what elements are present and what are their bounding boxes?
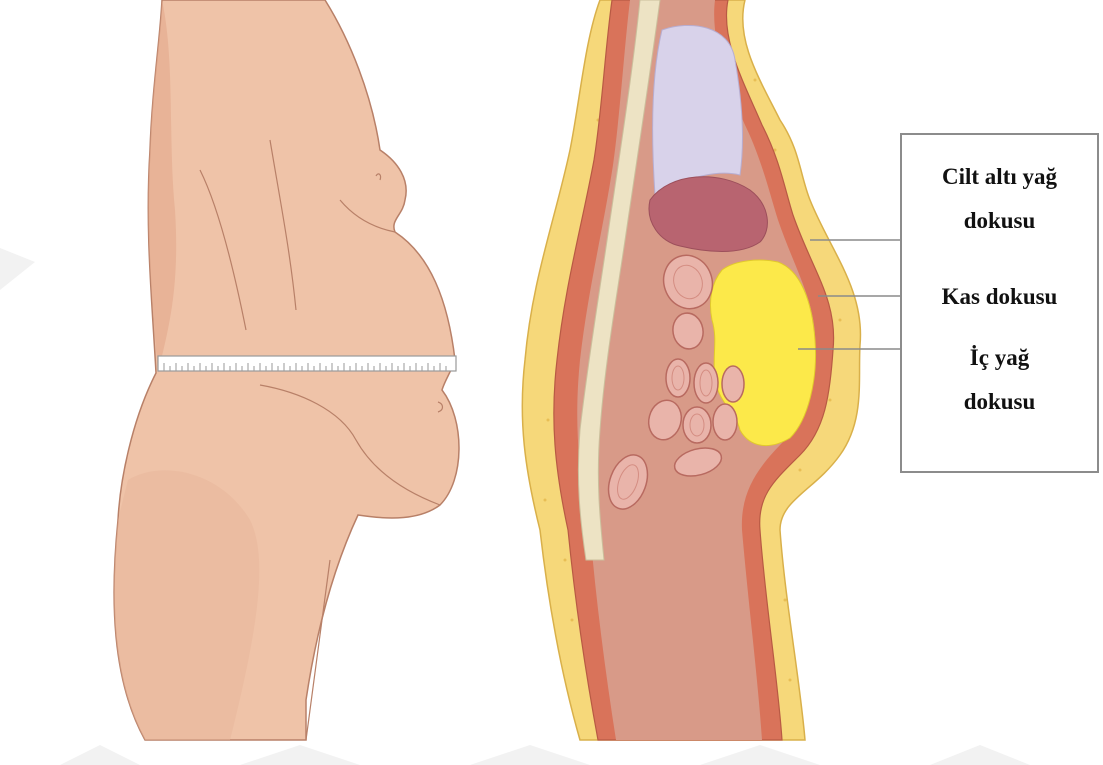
- legend-label-visceral-fat-line2: dokusu: [902, 380, 1097, 424]
- legend-label-visceral-fat: İç yağ dokusu: [902, 336, 1097, 424]
- body-cross-section: [522, 0, 900, 740]
- body-side-view: [114, 0, 459, 740]
- legend-label-subcutaneous-fat: Cilt altı yağ dokusu: [902, 155, 1097, 243]
- legend-label-muscle: Kas dokusu: [902, 275, 1097, 319]
- lung: [653, 25, 743, 195]
- legend-label-subcutaneous-fat-line2: dokusu: [902, 199, 1097, 243]
- legend-label-visceral-fat-line1: İç yağ: [902, 336, 1097, 380]
- legend-label-subcutaneous-fat-line1: Cilt altı yağ: [902, 155, 1097, 199]
- tape-measure-icon: [158, 356, 456, 371]
- legend-box: Cilt altı yağ dokusu Kas dokusu İç yağ d…: [900, 133, 1099, 473]
- hip-shading: [114, 470, 259, 740]
